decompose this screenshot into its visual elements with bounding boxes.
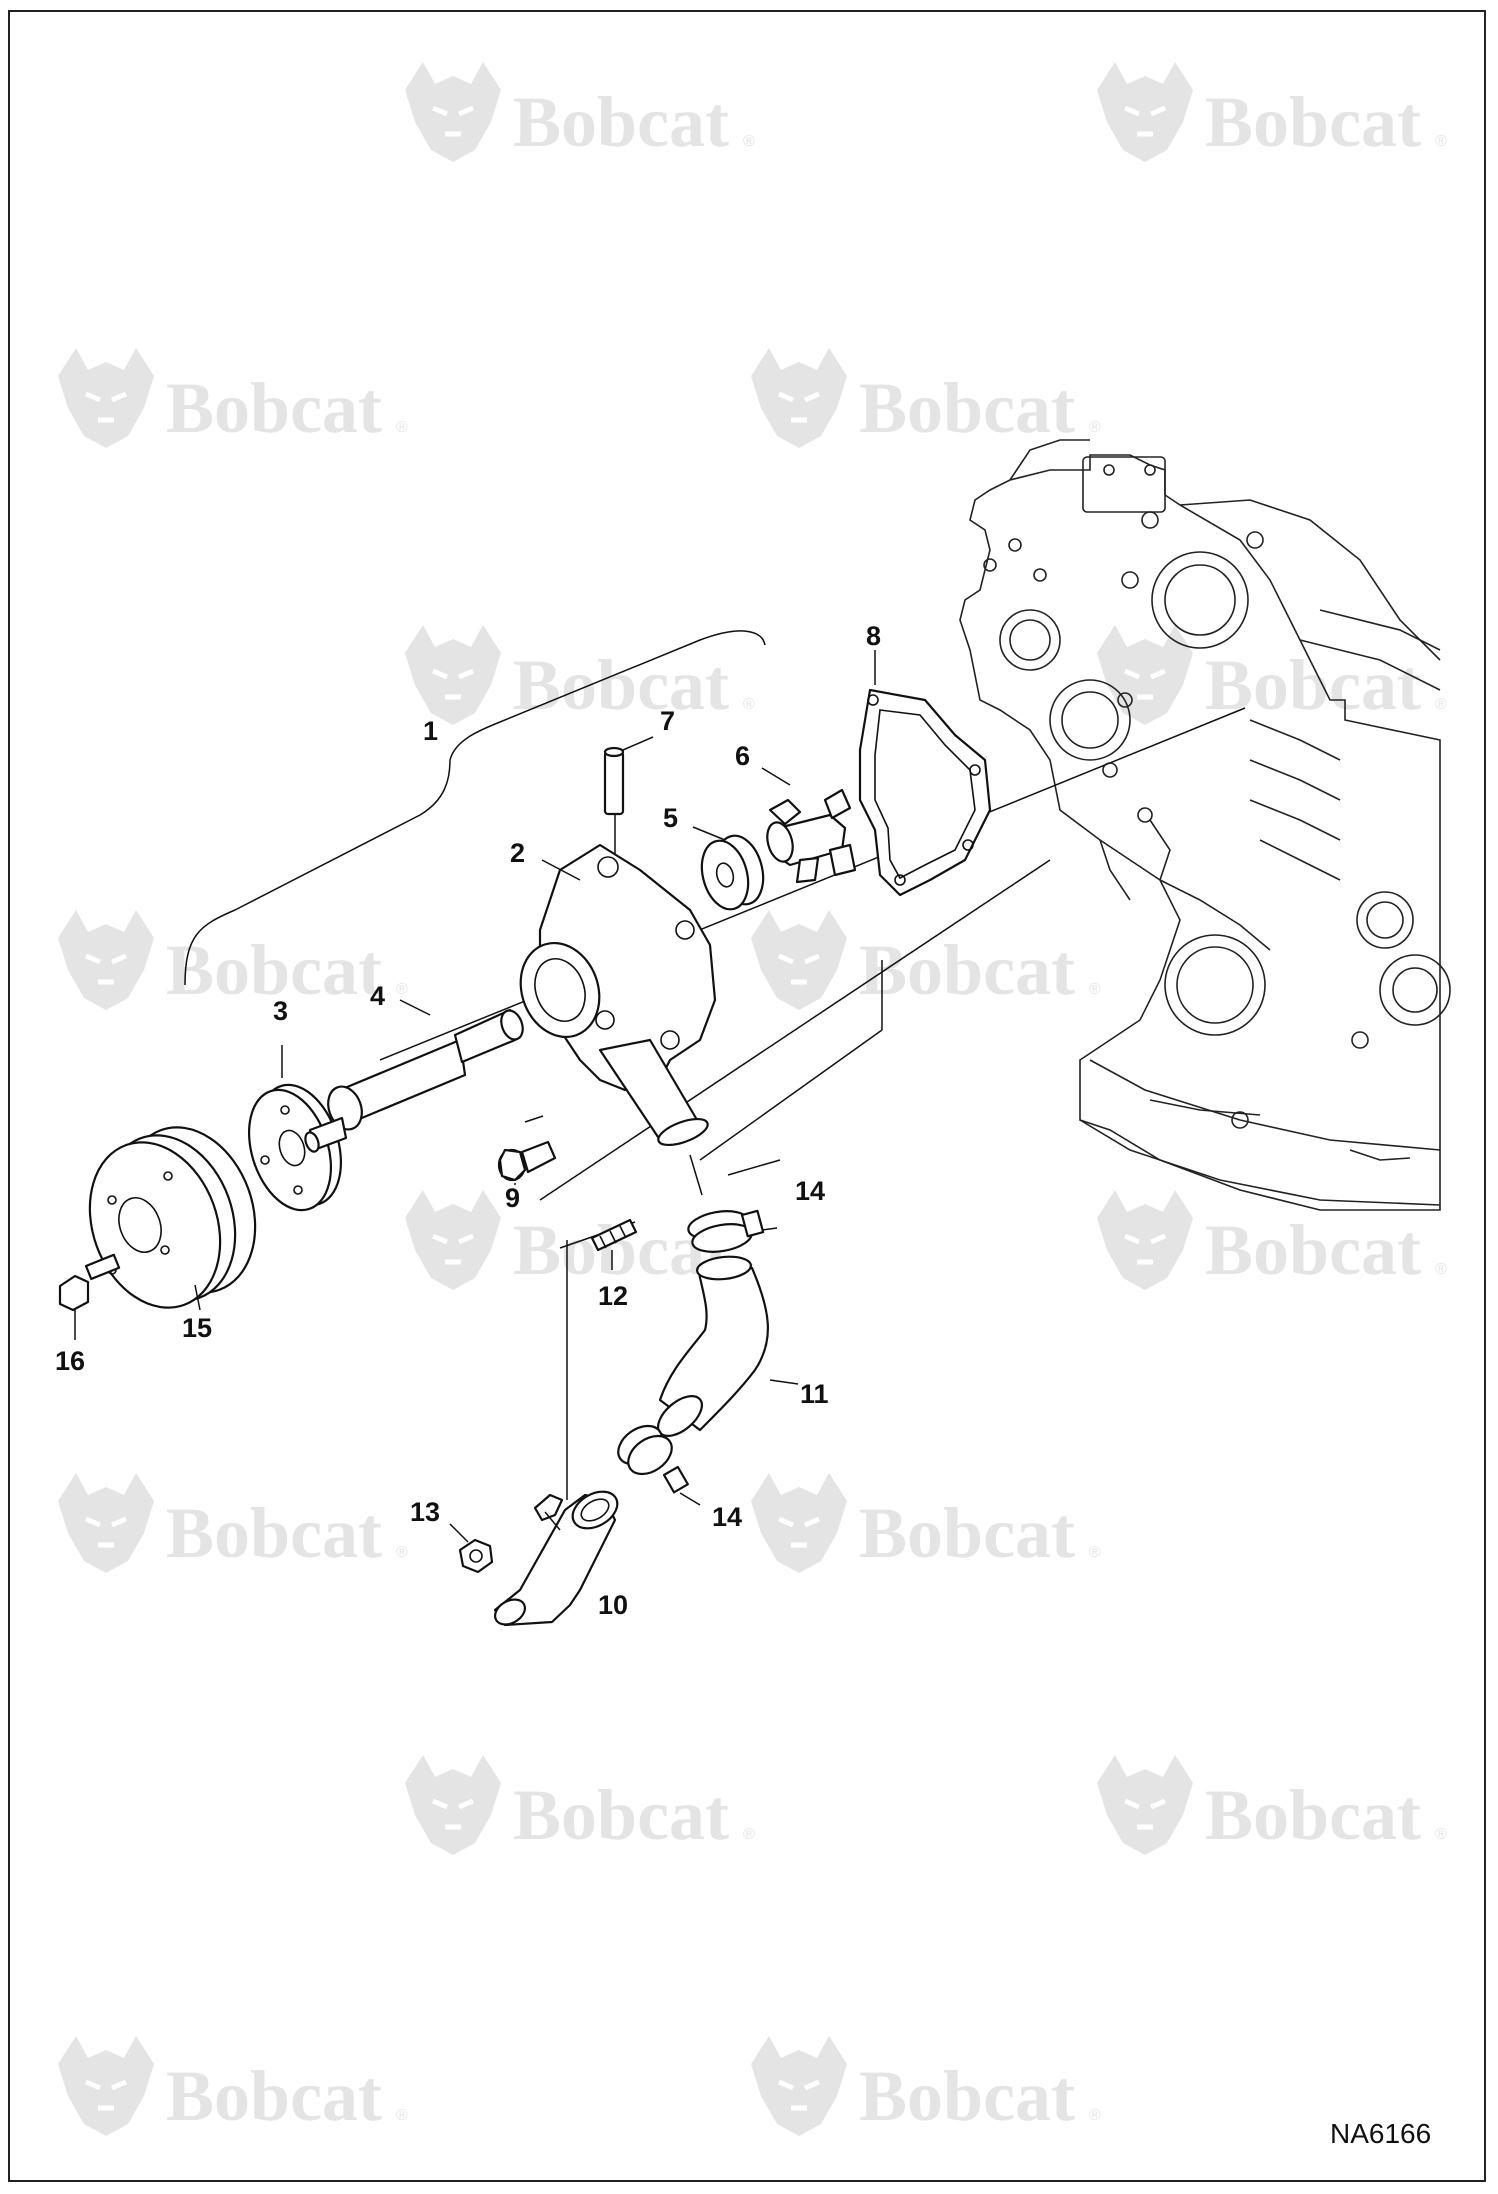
assembly-bracket [184,630,766,986]
svg-text:®: ® [1089,981,1101,998]
engine-block [959,439,1451,1211]
callout-12: 12 [598,1281,628,1311]
water-pump-housing [519,843,717,1147]
callout-10: 10 [598,1590,628,1620]
hose-clamp-lower [617,1424,689,1494]
watermark-text: Bobcat [859,1493,1075,1573]
callout-13: 13 [410,1497,440,1527]
callout-3: 3 [273,996,288,1026]
pulley-bolt [58,1253,121,1312]
svg-text:®: ® [1435,696,1447,713]
watermark-text: Bobcat [166,2056,382,2136]
svg-text:®: ® [743,133,755,150]
callout-1: 1 [423,716,438,746]
svg-text:®: ® [1435,1261,1447,1278]
svg-text:®: ® [396,2107,408,2124]
callout-15: 15 [182,1313,212,1343]
watermark-text: Bobcat [1205,645,1421,725]
svg-text:®: ® [743,696,755,713]
hose-clamp-upper [687,1209,765,1253]
nut [458,1538,494,1574]
leader-lines [74,650,876,1543]
gasket [858,688,992,897]
watermark-text: Bobcat [513,1775,729,1855]
svg-text:®: ® [396,419,408,436]
svg-text:®: ® [1089,419,1101,436]
svg-text:®: ® [396,981,408,998]
watermark-text: Bobcat [166,368,382,448]
watermark-layer: Bobcat® Bobcat® Bobcat® Bobcat® Bobcat® … [58,62,1447,2136]
pulley [88,1126,257,1309]
mechanical-seal [700,834,765,911]
watermark-text: Bobcat [1205,82,1421,162]
watermark-text: Bobcat [513,645,729,725]
watermark-text: Bobcat [513,82,729,162]
housing-bolt [497,1140,557,1182]
svg-text:®: ® [1089,1544,1101,1561]
callout-11: 11 [800,1379,829,1409]
callout-6: 6 [735,741,750,771]
callout-5: 5 [663,803,678,833]
callout-14-lower: 14 [712,1502,742,1532]
watermark-text: Bobcat [859,930,1075,1010]
callout-7: 7 [660,706,675,736]
figure-id: NA6166 [1330,2118,1431,2149]
svg-text:®: ® [1089,2107,1101,2124]
callout-14-upper: 14 [795,1176,825,1206]
svg-text:®: ® [743,1826,755,1843]
watermark-text: Bobcat [1205,1775,1421,1855]
coolant-hose [657,1255,770,1437]
impeller [766,788,857,884]
outlet-pipe [493,1490,619,1627]
callout-9: 9 [505,1183,520,1213]
watermark-text: Bobcat [166,1493,382,1573]
diagram-frame [8,10,1486,2182]
callout-4: 4 [370,981,385,1011]
watermark-text: Bobcat [1205,1210,1421,1290]
watermark-text: Bobcat [859,368,1075,448]
stud [590,1218,638,1252]
svg-text:®: ® [396,1544,408,1561]
watermark-text: Bobcat [859,2056,1075,2136]
dowel-pin [603,746,625,816]
svg-text:®: ® [1435,1826,1447,1843]
shaft-bearing [304,1008,524,1153]
callout-16: 16 [55,1346,85,1376]
callout-8: 8 [866,621,881,651]
svg-text:®: ® [1435,133,1447,150]
callout-2: 2 [510,838,525,868]
watermark-text: Bobcat [166,930,382,1010]
callouts: 1 2 3 4 5 6 7 8 9 10 11 12 13 14 14 15 1… [55,621,881,1620]
